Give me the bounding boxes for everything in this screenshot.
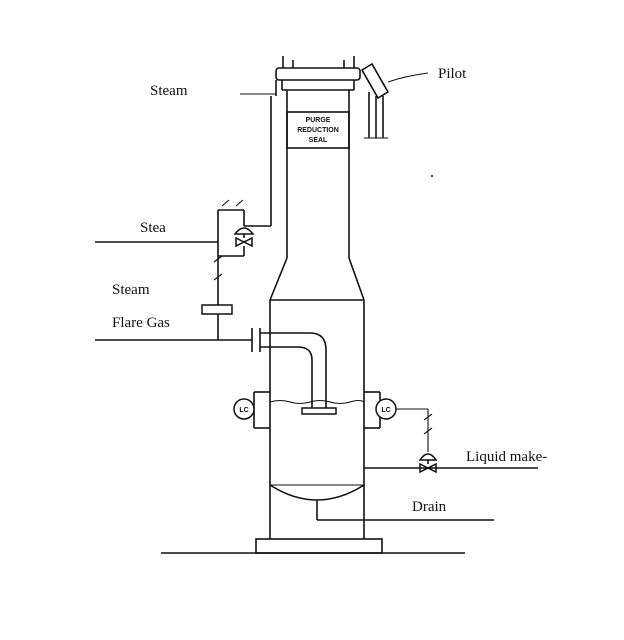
flare-gas-inlet-pipe	[95, 328, 337, 415]
seal-drum-vessel	[269, 299, 365, 539]
base-plate	[161, 538, 465, 554]
liquid-makeup-valve	[364, 453, 538, 474]
pilot-burner	[360, 62, 429, 139]
seal-label-line2: REDUCTION	[297, 127, 339, 134]
label-steam-low: Steam	[112, 282, 150, 298]
level-controller-left: LC	[233, 391, 270, 429]
purge-reduction-seal: PURGE REDUCTION SEAL	[286, 111, 350, 149]
lc-left-label: LC	[239, 407, 248, 414]
speck-mark	[431, 175, 433, 177]
flare-stack	[286, 90, 350, 258]
label-steam-mid: Stea	[140, 220, 166, 236]
transition-cone	[269, 257, 365, 301]
steam-control-valve-station	[213, 199, 255, 305]
label-steam-top: Steam	[150, 83, 188, 99]
label-flare-gas: Flare Gas	[112, 315, 170, 331]
seal-label-line1: PURGE	[306, 117, 331, 124]
flare-tip	[275, 56, 361, 91]
lc-right-label: LC	[381, 407, 390, 414]
label-pilot: Pilot	[438, 66, 467, 82]
liquid-level	[269, 399, 365, 405]
level-controller-right: LC	[364, 391, 433, 452]
label-liquid-makeup: Liquid make-	[466, 449, 547, 465]
drain-line	[316, 500, 494, 521]
seal-label-line3: SEAL	[309, 137, 328, 144]
flow-element	[201, 304, 233, 340]
steam-line-to-tip	[240, 80, 277, 227]
label-drain: Drain	[412, 499, 447, 515]
